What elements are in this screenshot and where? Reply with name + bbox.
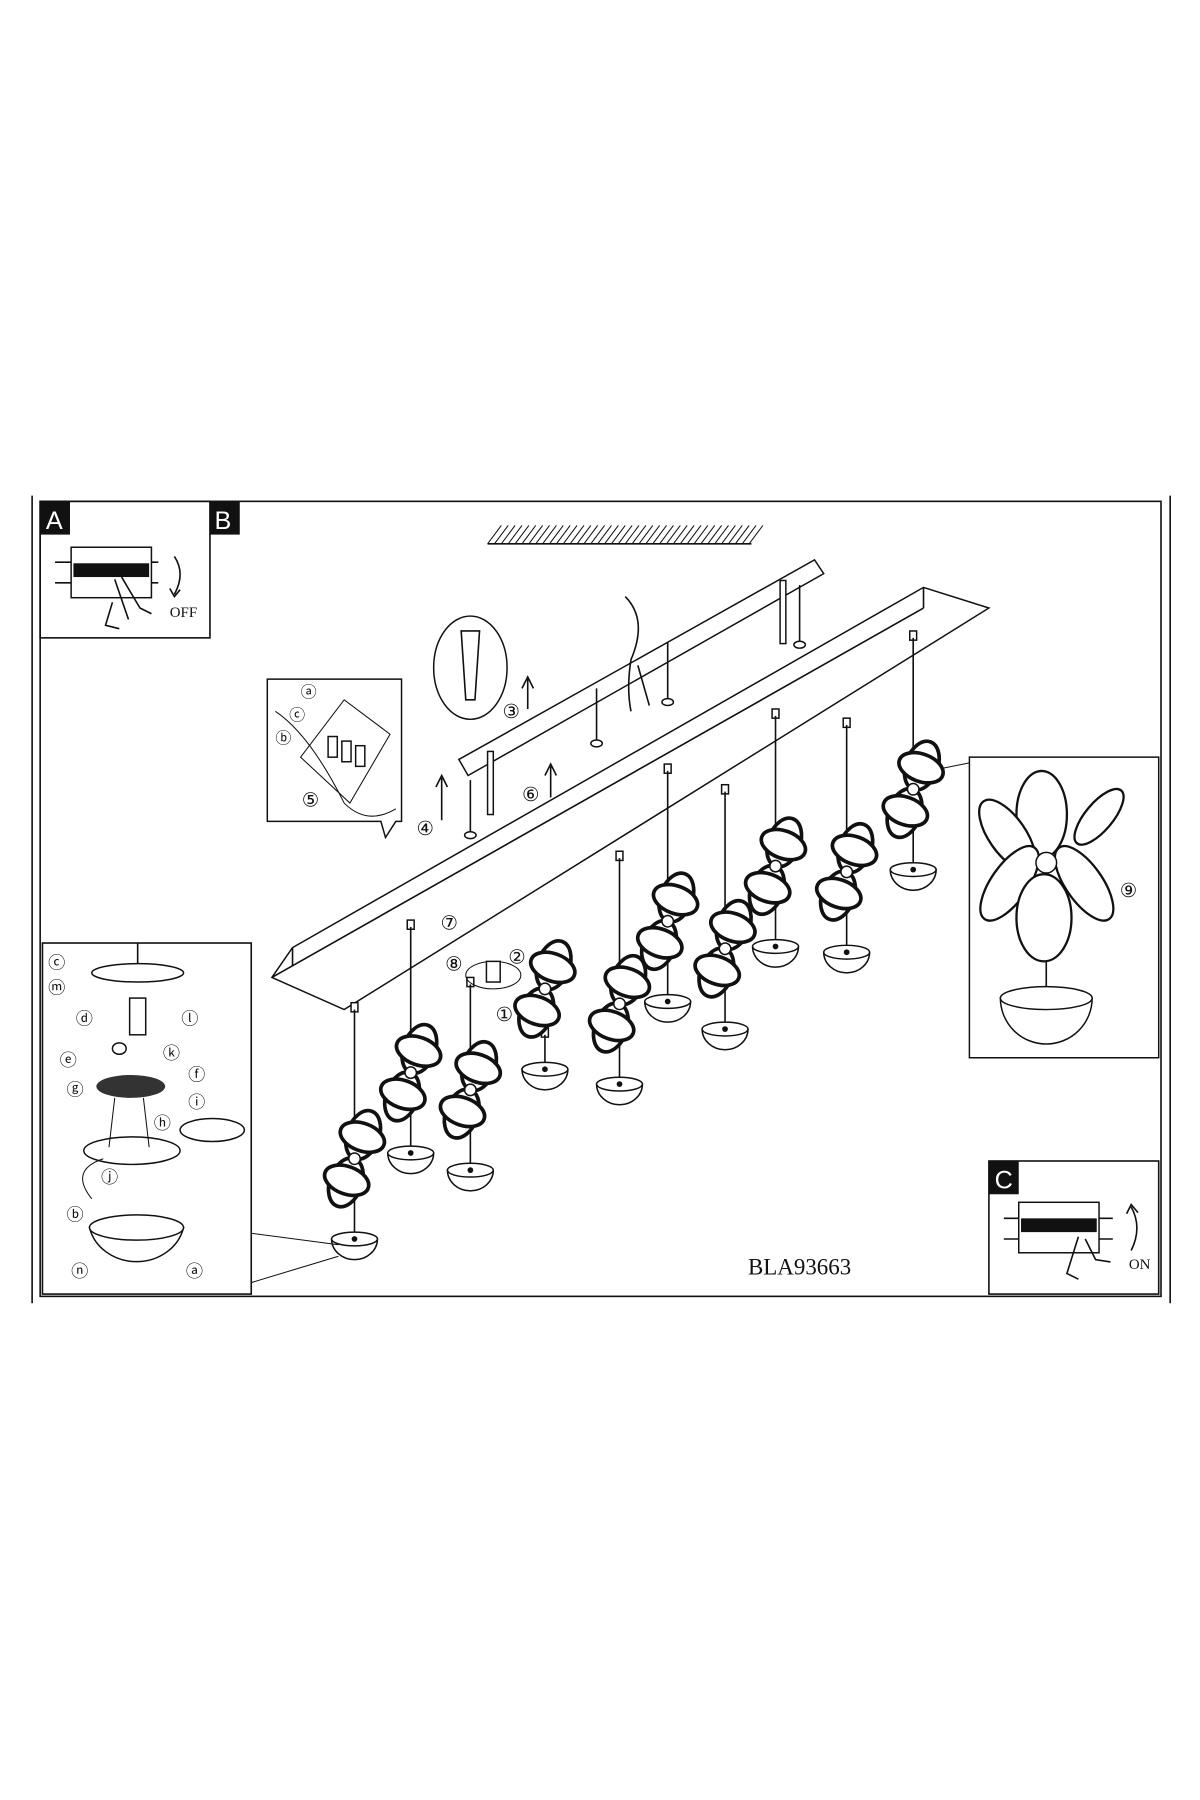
mounting-rail (432, 558, 825, 840)
petal-icon (513, 993, 561, 1028)
petal-icon (528, 950, 577, 985)
step-7-label: ⑦ (441, 913, 458, 934)
step-6-label: ⑥ (522, 785, 539, 806)
panel-5-wiring-detail: ⓐ ⓒ ⓑ (266, 678, 403, 840)
step-9-label: ⑨ (1120, 881, 1137, 902)
diagram-frame (39, 500, 1162, 1298)
pendant-light (635, 763, 700, 1023)
petal-icon (322, 1163, 371, 1198)
pendant-light (587, 850, 652, 1106)
petal-icon (759, 827, 808, 862)
circuit-breaker-icon (1003, 1201, 1139, 1280)
panel-9-petal-detail (940, 756, 1160, 1059)
panel-b-tag (209, 501, 240, 535)
panel-a-tag (40, 501, 70, 535)
petal-icon (814, 876, 863, 911)
petal-icon (378, 1077, 427, 1112)
wall-plug-magnifier (432, 615, 508, 721)
letter-i: ⓘ (188, 1093, 205, 1112)
pendant-lights (322, 630, 945, 1261)
petal-icon (635, 925, 684, 960)
letter-h: ⓗ (154, 1114, 171, 1133)
letter-g: ⓖ (67, 1081, 84, 1100)
letter-k: ⓚ (163, 1044, 180, 1063)
pendant-light (438, 976, 503, 1192)
pendant-light (814, 717, 879, 974)
pendant-light (513, 939, 577, 1091)
panel-b-label: B (215, 507, 232, 535)
off-label: OFF (170, 605, 197, 621)
pendant-light (881, 630, 945, 891)
ceiling-hatch (487, 525, 764, 545)
petal-icon (651, 882, 700, 917)
petal-icon (438, 1094, 487, 1129)
panel-c-tag (988, 1160, 1019, 1195)
letter-c: ⓒ (48, 953, 65, 972)
step-1-label: ① (496, 1005, 513, 1026)
step-2-label: ② (508, 948, 525, 969)
petal-icon (603, 965, 652, 1000)
power-cable (624, 595, 651, 712)
letter-a: ⓐ (301, 684, 317, 702)
petal-icon (394, 1034, 443, 1069)
petal-icon (881, 793, 930, 828)
pendant-light (743, 708, 808, 968)
letter-c: ⓒ (289, 706, 305, 724)
screw-icon (590, 688, 604, 748)
on-label: ON (1129, 1257, 1151, 1273)
petal-icon (338, 1120, 387, 1155)
panel-a-switch-off: A OFF (39, 500, 211, 639)
letter-d: ⓓ (76, 1009, 93, 1028)
panel-c-label: C (995, 1167, 1013, 1195)
step-4-label: ④ (416, 819, 433, 840)
letter-l: ⓛ (181, 1009, 198, 1028)
canopy-box (270, 586, 991, 1011)
letter-b: ⓑ (67, 1206, 84, 1225)
letter-n: ⓝ (71, 1262, 88, 1281)
step-3-label: ③ (502, 702, 519, 723)
threaded-rod (486, 750, 495, 816)
screw-icon (793, 585, 807, 649)
petal-icon (708, 910, 757, 945)
letter-b: ⓑ (275, 729, 291, 747)
screw-icon (463, 780, 477, 840)
letter-a: ⓐ (186, 1262, 203, 1281)
petal-icon (743, 870, 792, 905)
petal-icon (693, 953, 742, 988)
threaded-rod (779, 579, 787, 645)
screw-icon (661, 642, 675, 707)
step-5-label: ⑤ (302, 791, 319, 812)
model-code: BLA93663 (748, 1255, 851, 1280)
letter-f: ⓕ (188, 1066, 205, 1085)
step-8-label: ⑧ (445, 955, 462, 976)
pendant-light (378, 919, 443, 1175)
pendant-light (693, 783, 757, 1051)
panel-exploded-pendant-detail: ⓒ ⓜ ⓓ ⓛ ⓔ ⓚ ⓕ ⓖ ⓘ ⓗ ⓙ ⓑ ⓝ ⓐ (41, 942, 339, 1295)
step-labels: ① ② ③ ④ ⑤ ⑥ ⑦ ⑧ ⑨ (302, 675, 1137, 1026)
panel-a-label: A (46, 507, 63, 535)
petal-icon (587, 1008, 636, 1043)
panel-c-switch-on: C ON (988, 1160, 1160, 1295)
petal-icon (454, 1051, 503, 1086)
circuit-breaker-icon (55, 546, 181, 630)
letter-m: ⓜ (48, 978, 65, 997)
letter-e: ⓔ (60, 1051, 77, 1070)
pendant-light (322, 1001, 387, 1261)
petal-icon (830, 833, 879, 868)
letter-j: ⓙ (101, 1168, 118, 1187)
petal-icon (897, 750, 945, 785)
